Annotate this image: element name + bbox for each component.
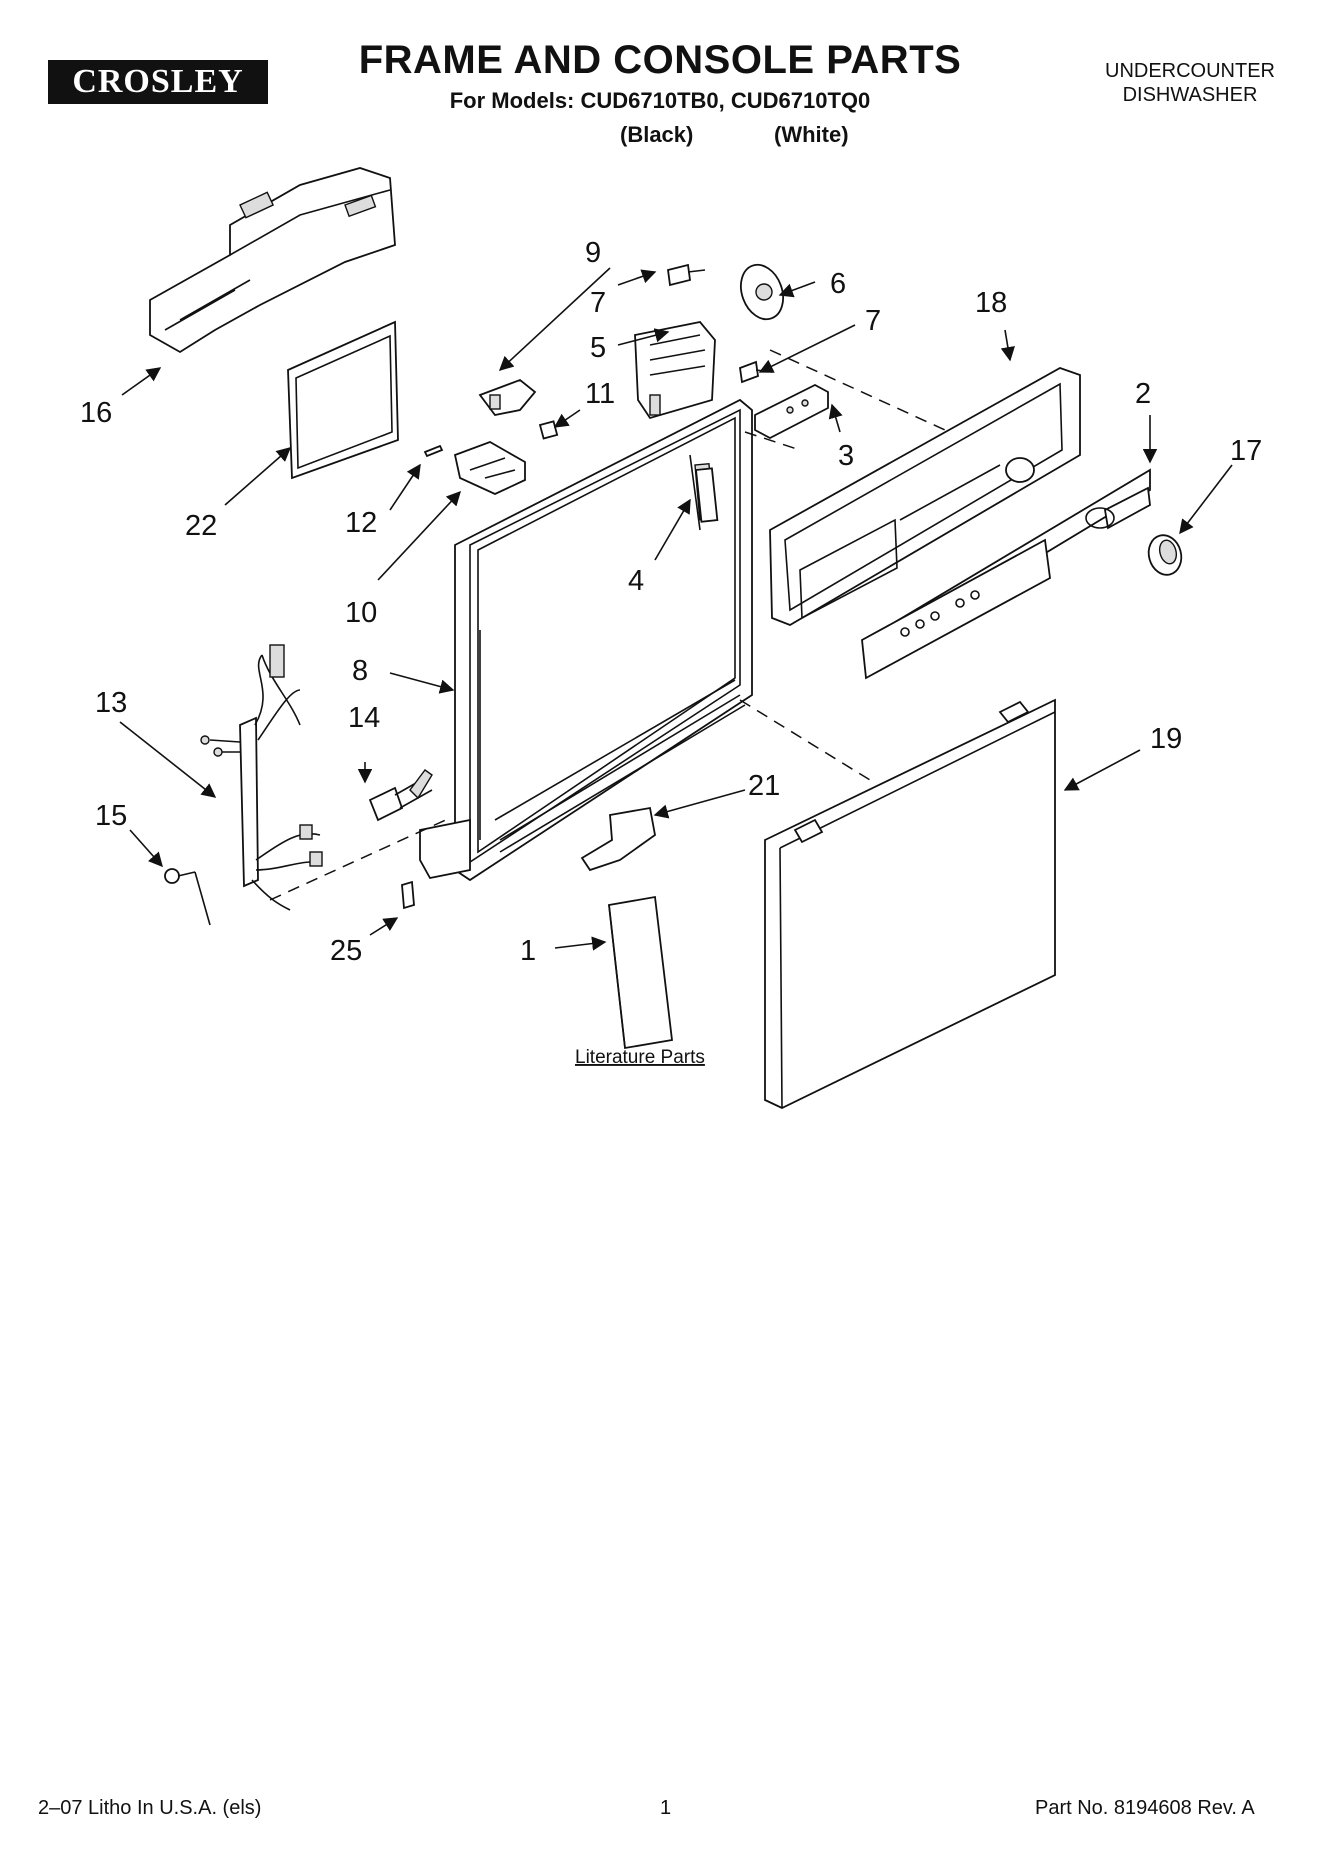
part-18-console-panel — [769, 367, 1081, 626]
part-21-strap — [580, 806, 656, 872]
part-number: Part No. 8194608 Rev. A — [1035, 1797, 1255, 1819]
part-12-strip — [423, 444, 444, 458]
page-title: FRAME AND CONSOLE PARTS — [358, 38, 962, 82]
literature-parts-label: Literature Parts — [575, 1047, 705, 1068]
part-1-literature — [608, 895, 673, 1050]
finish-black-label: (Black) — [620, 122, 694, 147]
callout-7a: 7 — [590, 287, 606, 319]
part-7-screw-b — [739, 360, 773, 384]
callout-19: 19 — [1150, 723, 1182, 755]
brand-logo: CROSLEY — [48, 60, 268, 104]
assembly-line-door — [739, 699, 871, 781]
callout-16: 16 — [80, 397, 112, 429]
assembly-line-bracket — [744, 431, 801, 451]
leader-arrows — [119, 267, 1233, 951]
finish-white-label: (White) — [774, 122, 849, 147]
appliance-type-line2: DISHWASHER — [1122, 84, 1258, 106]
part-9-bracket — [478, 378, 537, 416]
callout-18: 18 — [975, 287, 1007, 319]
callout-14: 14 — [348, 702, 380, 734]
part-lower-overlay — [861, 538, 1051, 680]
part-7-screw-a — [667, 263, 706, 287]
callout-2: 2 — [1135, 378, 1151, 410]
callout-3: 3 — [838, 440, 854, 472]
callout-9: 9 — [585, 237, 601, 269]
callout-17: 17 — [1230, 435, 1262, 467]
callout-13: 13 — [95, 687, 127, 719]
assembly-line-console — [769, 349, 946, 431]
callout-15: 15 — [95, 800, 127, 832]
part-25-clip — [401, 880, 415, 910]
model-numbers: For Models: CUD6710TB0, CUD6710TQ0 — [449, 88, 871, 113]
part-13-wiring-harness — [200, 644, 323, 911]
callout-8: 8 — [352, 655, 368, 687]
callout-7b: 7 — [865, 305, 881, 337]
appliance-type-line1: UNDERCOUNTER — [1105, 60, 1275, 82]
assembly-line-harness — [269, 817, 451, 901]
callout-5: 5 — [590, 332, 606, 364]
callout-12: 12 — [345, 507, 377, 539]
callout-22: 22 — [185, 510, 217, 542]
part-10-bracket — [453, 441, 526, 495]
part-6-cam — [740, 263, 784, 321]
callout-10: 10 — [345, 597, 377, 629]
part-16-console-bracket — [149, 167, 396, 354]
part-17-knob — [1147, 534, 1183, 576]
callout-25: 25 — [330, 935, 362, 967]
callout-6: 6 — [830, 268, 846, 300]
part-11-clip — [538, 420, 559, 440]
print-info: 2–07 Litho In U.S.A. (els) — [38, 1797, 262, 1819]
part-4-strike — [695, 467, 719, 523]
part-19-door-panel — [764, 698, 1056, 1109]
part-15-screw — [164, 868, 211, 926]
callout-11: 11 — [585, 378, 615, 410]
part-22-pad — [287, 320, 399, 480]
page-number: 1 — [660, 1797, 672, 1819]
part-3-bracket — [754, 383, 829, 440]
part-5-control-module — [634, 321, 716, 420]
callout-4: 4 — [628, 565, 644, 597]
callout-21: 21 — [748, 770, 780, 802]
part-14-switch — [368, 769, 433, 822]
callout-1: 1 — [520, 935, 536, 967]
